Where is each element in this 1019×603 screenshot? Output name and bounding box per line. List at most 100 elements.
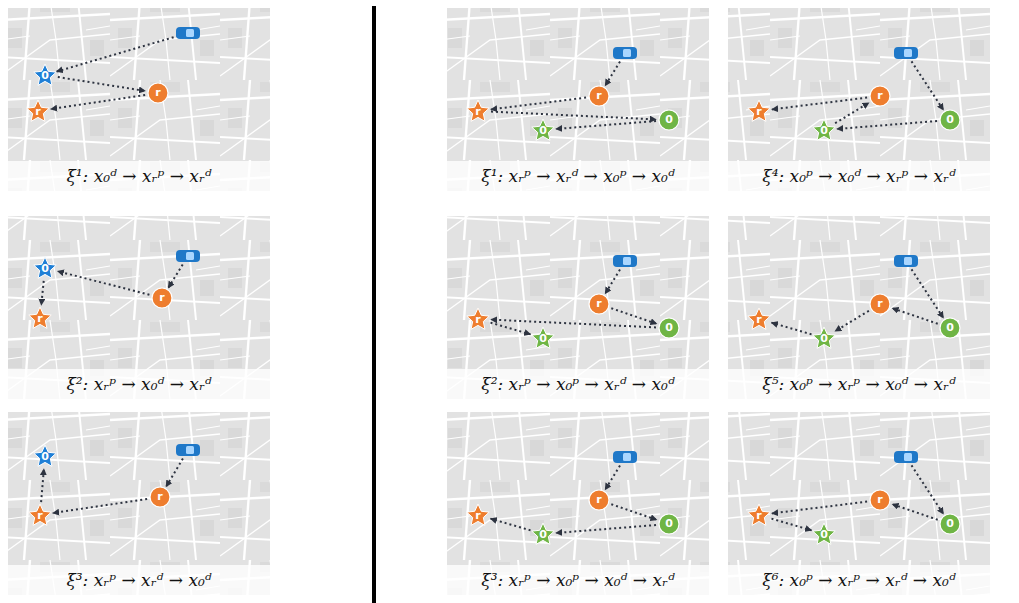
marker-label: 0 (531, 522, 555, 547)
dropoff-star: 0 (812, 118, 836, 142)
route-arrow (53, 499, 147, 513)
marker-label: r (747, 99, 771, 124)
car-route (605, 270, 620, 294)
route-caption: ξ³: xᵣᵖ → xᵣᵈ → x₀ᵈ (66, 570, 211, 590)
map-panel: ξ³: xᵣᵖ → xᵣᵈ → x₀ᵈ0rr (8, 412, 270, 595)
marker-label: 0 (657, 316, 681, 340)
marker-label: 0 (531, 118, 555, 143)
car-icon (613, 255, 637, 267)
dropoff-star: 0 (531, 522, 555, 546)
marker-label: r (587, 84, 611, 108)
route-caption: ξ⁴: x₀ᵖ → x₀ᵈ → xᵣᵖ → xᵣᵈ (762, 166, 955, 186)
route-arrow (771, 323, 811, 335)
marker-label: r (148, 485, 172, 509)
map-panel: ξ²: xᵣᵖ → x₀ᵖ → xᵣᵈ → x₀ᵈ r r 0 0 (447, 216, 709, 399)
marker-label: 0 (812, 522, 836, 547)
map-tile (728, 216, 990, 399)
divider-line (372, 6, 376, 603)
car-icon (613, 47, 637, 59)
pickup-circle: r (148, 485, 172, 509)
route-arrow (491, 98, 586, 110)
caption-band: ξ²: xᵣᵖ → x₀ᵖ → xᵣᵈ → x₀ᵈ (447, 369, 709, 399)
car-icon (894, 47, 918, 59)
caption-band: ξ⁶: x₀ᵖ → xᵣᵖ → xᵣᵈ → x₀ᵈ (728, 565, 990, 595)
route-arrow (58, 271, 150, 295)
route-arrow (837, 121, 937, 129)
pickup-circle: r (587, 488, 611, 512)
marker-label: 0 (938, 316, 962, 340)
dropoff-star: r (26, 99, 50, 123)
marker-label: r (466, 307, 490, 332)
pickup-circle: r (868, 292, 892, 316)
route-arrow (58, 77, 145, 91)
pickup-circle: 0 (657, 512, 681, 536)
car-icon (894, 255, 918, 267)
car-route (166, 459, 183, 487)
marker-label: 0 (812, 326, 836, 351)
pickup-circle: r (868, 488, 892, 512)
dropoff-star: 0 (33, 444, 57, 468)
marker-label: r (466, 503, 490, 528)
route-arrow (41, 281, 43, 305)
marker-label: r (587, 488, 611, 512)
pickup-circle: r (146, 81, 170, 105)
marker-label: r (587, 292, 611, 316)
marker-label: 0 (33, 256, 57, 281)
route-caption: ξ²: xᵣᵖ → x₀ᵈ → xᵣᵈ (66, 374, 211, 394)
dropoff-star: r (466, 307, 490, 331)
car-route (912, 465, 944, 514)
marker-label: 0 (812, 118, 836, 143)
dropoff-star: r (747, 503, 771, 527)
car-icon (894, 451, 918, 463)
route-arrow (41, 469, 44, 502)
map-tile (447, 8, 709, 191)
car-route (605, 62, 620, 86)
marker-label: r (868, 488, 892, 512)
map-tile (8, 412, 270, 595)
route-arrow (835, 311, 869, 332)
car-route (57, 36, 179, 72)
marker-label: r (868, 84, 892, 108)
route-arrow (835, 103, 869, 124)
route-arrow (556, 121, 656, 129)
route-caption: ξ¹: x₀ᵈ → xᵣᵖ → xᵣᵈ (66, 166, 211, 186)
caption-band: ξ³: xᵣᵖ → xᵣᵈ → x₀ᵈ (8, 565, 270, 595)
car-route (168, 265, 182, 288)
marker-label: r (28, 306, 52, 331)
route-arrow (51, 95, 145, 109)
marker-label: r (466, 99, 490, 124)
route-caption: ξ¹: xᵣᵖ → xᵣᵈ → x₀ᵖ → x₀ᵈ (481, 166, 674, 186)
pickup-circle: r (868, 84, 892, 108)
caption-band: ξ¹: xᵣᵖ → xᵣᵈ → x₀ᵖ → x₀ᵈ (447, 161, 709, 191)
map-tile (728, 412, 990, 595)
marker-label: 0 (657, 108, 681, 132)
map-panel: ξ⁵: x₀ᵖ → xᵣᵖ → x₀ᵈ → xᵣᵈ r r 0 0 (728, 216, 990, 399)
route-arrow (491, 320, 656, 328)
map-panel: ξ²: xᵣᵖ → x₀ᵈ → xᵣᵈ0rr (8, 216, 270, 399)
map-tile (447, 216, 709, 399)
car-icon (176, 444, 200, 456)
route-caption: ξ⁶: x₀ᵖ → xᵣᵖ → xᵣᵈ → x₀ᵈ (762, 570, 955, 590)
route-caption: ξ³: xᵣᵖ → x₀ᵖ → x₀ᵈ → xᵣᵈ (481, 570, 674, 590)
dropoff-star: r (466, 503, 490, 527)
caption-band: ξ³: xᵣᵖ → x₀ᵖ → x₀ᵈ → xᵣᵈ (447, 565, 709, 595)
pickup-circle: r (587, 84, 611, 108)
car-routes (57, 36, 944, 514)
marker-label: 0 (531, 326, 555, 351)
dropoff-star: r (747, 307, 771, 331)
route-arrow (772, 98, 867, 110)
route-arrow (611, 308, 656, 324)
car-route (912, 61, 944, 110)
route-arrow (491, 112, 656, 120)
dropoff-star: 0 (531, 326, 555, 350)
route-arrow (771, 519, 811, 531)
car-icon (176, 27, 200, 39)
map-tile (8, 216, 270, 399)
pickup-circle: 0 (657, 316, 681, 340)
route-caption: ξ⁵: x₀ᵖ → xᵣᵖ → x₀ᵈ → xᵣᵈ (762, 374, 955, 394)
pickup-circle: 0 (938, 316, 962, 340)
map-tiles (8, 8, 990, 595)
dropoff-star: 0 (531, 118, 555, 142)
route-arrow (892, 308, 937, 324)
